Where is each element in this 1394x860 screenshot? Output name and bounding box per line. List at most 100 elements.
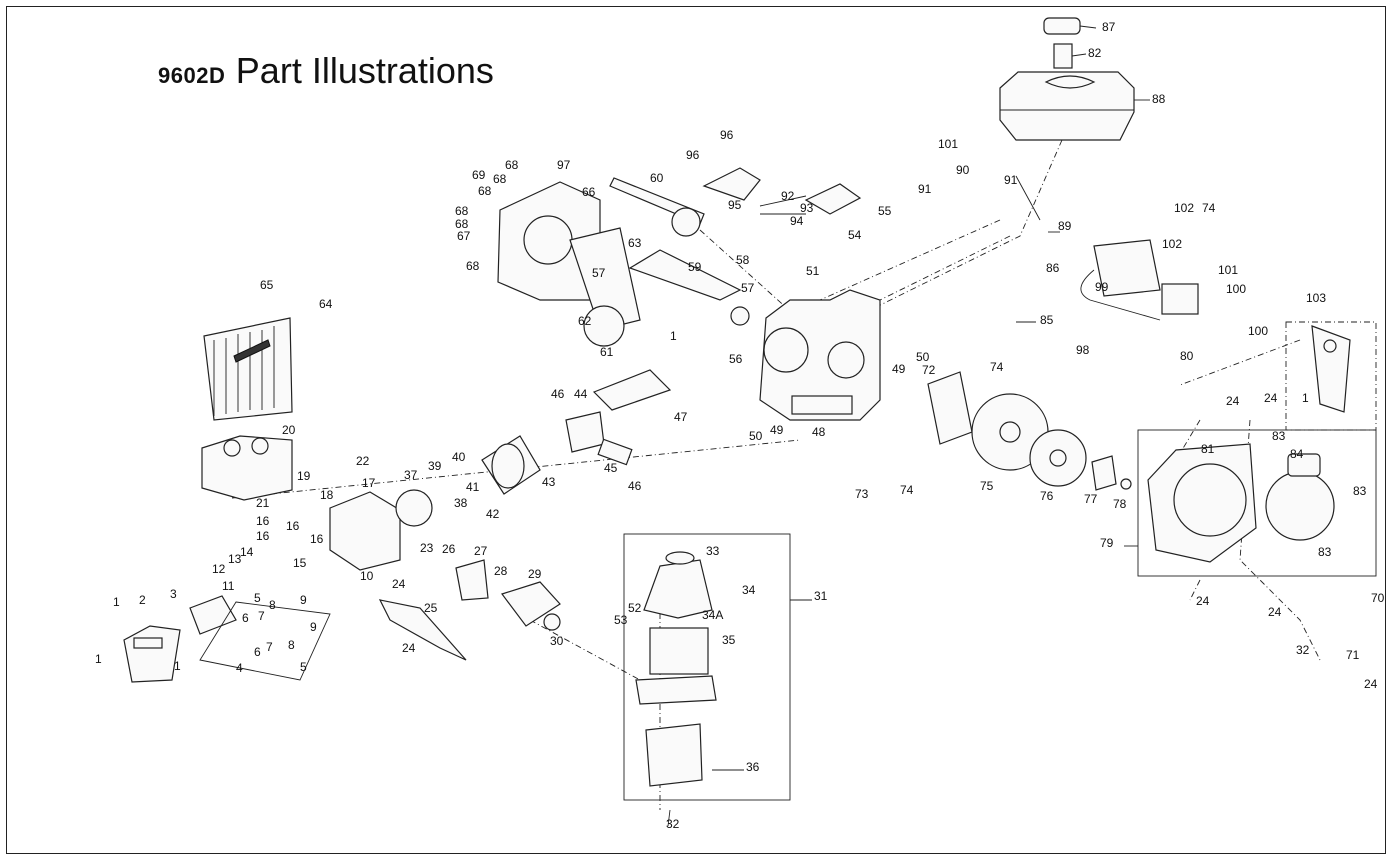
part-callout: 101 (938, 137, 958, 151)
part-callout: 92 (781, 189, 795, 203)
part-callout: 81 (1201, 442, 1215, 456)
part-callout: 1 (174, 659, 181, 673)
part-callout: 69 (472, 168, 486, 182)
part-callout: 16 (256, 529, 270, 543)
part-callout: 50 (916, 350, 930, 364)
part-callout: 8 (288, 638, 295, 652)
part-callout: 8 (269, 598, 276, 612)
carburetor (455, 559, 561, 631)
part-callout: 32 (1296, 643, 1310, 657)
part-callout: 68 (455, 217, 469, 231)
part-callout: 24 (1264, 391, 1278, 405)
part-callout: 62 (578, 314, 592, 328)
part-callout: 72 (922, 363, 936, 377)
model-number: 9602D (158, 63, 226, 88)
part-callout: 74 (990, 360, 1004, 374)
part-callout: 52 (628, 601, 642, 615)
part-callout: 44 (574, 387, 588, 401)
part-callout: 66 (582, 185, 596, 199)
part-callout: 39 (428, 459, 442, 473)
part-callout: 90 (956, 163, 970, 177)
part-callout: 21 (256, 496, 270, 510)
part-callout: 24 (1268, 605, 1282, 619)
part-callout: 2 (139, 593, 146, 607)
part-callout: 57 (741, 281, 755, 295)
air-cleaner-group-box (623, 533, 791, 801)
part-callout: 11 (222, 579, 235, 593)
part-callout: 73 (855, 487, 869, 501)
part-callout: 3 (170, 587, 177, 601)
part-callout: 16 (310, 532, 324, 546)
part-callout: 87 (1102, 20, 1116, 34)
recoil-group-box (1137, 429, 1377, 577)
part-callout: 57 (592, 266, 606, 280)
part-callout: 32 (666, 817, 680, 831)
part-callout: 45 (604, 461, 618, 475)
part-callout: 36 (746, 760, 760, 774)
part-callout: 101 (1218, 263, 1238, 277)
part-callout: 48 (812, 425, 826, 439)
part-callout: 67 (457, 229, 471, 243)
part-callout: 80 (1180, 349, 1194, 363)
part-callout: 24 (1226, 394, 1240, 408)
part-callout: 91 (918, 182, 932, 196)
part-callout: 100 (1226, 282, 1246, 296)
flywheel (971, 393, 1049, 471)
part-callout: 6 (242, 611, 249, 625)
gasket-group-outline (199, 601, 331, 681)
fuel-cap (1043, 17, 1150, 101)
part-callout: 16 (286, 519, 300, 533)
part-callout: 24 (1196, 594, 1210, 608)
part-callout: 68 (455, 204, 469, 218)
air-cleaner (635, 551, 717, 787)
part-callout: 24 (1364, 677, 1378, 691)
part-callout: 46 (628, 479, 642, 493)
part-callout: 50 (749, 429, 763, 443)
part-callout: 77 (1084, 492, 1098, 506)
part-callout: 55 (878, 204, 892, 218)
part-callout: 1 (670, 329, 677, 343)
part-callout: 19 (297, 469, 311, 483)
part-callout: 15 (293, 556, 307, 570)
part-callout: 5 (254, 591, 261, 605)
cooling-fan (1029, 429, 1087, 487)
part-callout: 51 (806, 264, 820, 278)
part-callout: 20 (282, 423, 296, 437)
part-callout: 68 (478, 184, 492, 198)
part-callout: 75 (980, 479, 994, 493)
part-callout: 96 (720, 128, 734, 142)
part-callout: 103 (1306, 291, 1326, 305)
part-callout: 18 (320, 488, 334, 502)
choke-lever (378, 599, 467, 661)
part-callout: 68 (466, 259, 480, 273)
part-callout: 49 (892, 362, 906, 376)
part-callout: 70 (1371, 591, 1385, 605)
cylinder-head-cover (201, 435, 293, 501)
part-callout: 102 (1174, 201, 1194, 215)
part-callout: 74 (1202, 201, 1216, 215)
part-callout: 89 (1058, 219, 1072, 233)
part-callout: 61 (600, 345, 614, 359)
part-callout: 23 (420, 541, 434, 555)
part-callout: 49 (770, 423, 784, 437)
part-callout: 40 (452, 450, 466, 464)
part-callout: 99 (1095, 280, 1109, 294)
part-callout: 31 (814, 589, 828, 603)
part-callout: 37 (404, 468, 418, 482)
part-callout: 59 (688, 260, 702, 274)
part-callout: 78 (1113, 497, 1127, 511)
part-callout: 38 (454, 496, 468, 510)
recoil-starter (1265, 453, 1335, 541)
part-callout: 1 (113, 595, 120, 609)
part-callout: 14 (240, 545, 254, 559)
part-callout: 6 (254, 645, 261, 659)
part-callout: 29 (528, 567, 542, 581)
part-callout: 5 (300, 660, 307, 674)
part-callout: 16 (256, 514, 270, 528)
part-callout: 65 (260, 278, 274, 292)
part-callout: 100 (1248, 324, 1268, 338)
part-callout: 82 (1088, 46, 1102, 60)
part-callout: 43 (542, 475, 556, 489)
part-callout: 17 (362, 476, 376, 490)
